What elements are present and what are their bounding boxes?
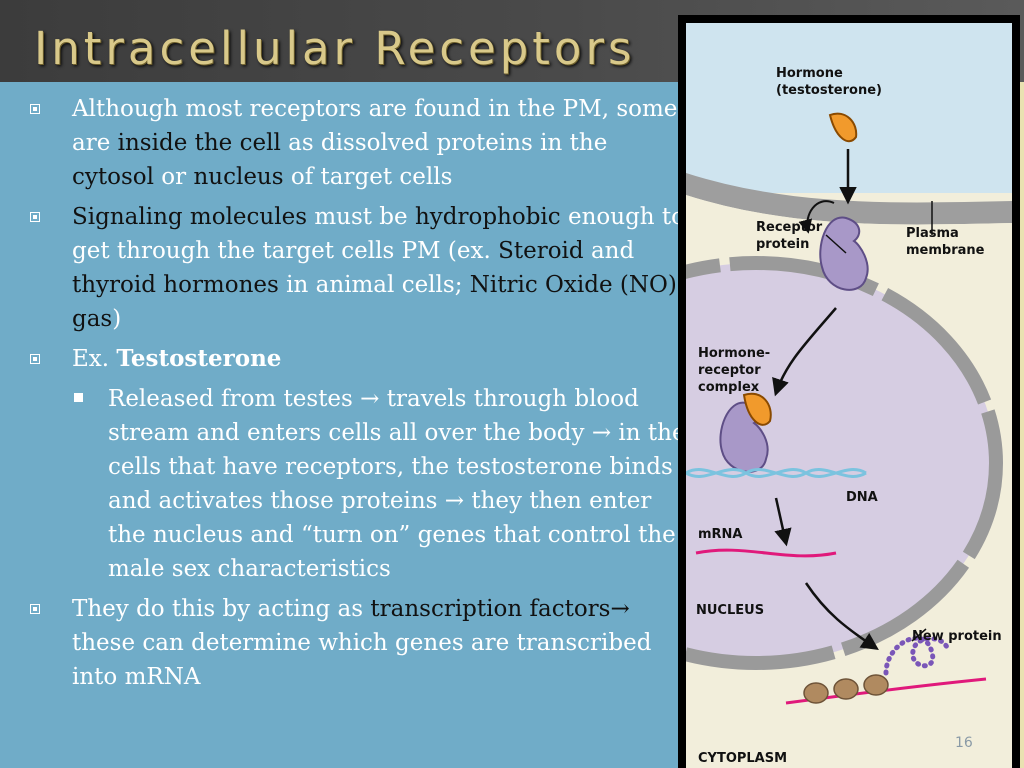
keyword-steroid: Steroid xyxy=(498,238,584,264)
plasma-membrane xyxy=(686,173,1012,225)
bullet-marker-icon xyxy=(30,604,40,614)
arrow-right-icon: → xyxy=(444,488,465,514)
bullet-example: Ex. Testosterone xyxy=(30,342,690,376)
keyword-nucleus: nucleus xyxy=(193,164,284,190)
arrow-right-icon: → xyxy=(360,386,380,412)
label-complex: complex xyxy=(698,380,760,395)
new-protein-chain xyxy=(883,635,951,676)
ribosome xyxy=(833,678,859,700)
sub-bullet-testosterone-path: Released from testes → travels through b… xyxy=(72,382,690,586)
slide-title: Intracellular Receptors xyxy=(34,22,636,75)
label-hormone: Hormone xyxy=(776,66,843,81)
bullet-marker-icon xyxy=(30,212,40,222)
sub-bullet-marker-icon xyxy=(74,393,83,402)
intracellular-receptor-figure: Hormone (testosterone) Receptor protein … xyxy=(678,15,1020,768)
figure-diagram: Hormone (testosterone) Receptor protein … xyxy=(686,23,1012,768)
label-cytoplasm: CYTOPLASM xyxy=(698,751,787,766)
arrow-icon xyxy=(798,200,835,234)
label-hormone-dash: Hormone- xyxy=(698,346,770,361)
keyword-thyroid-hormones: thyroid hormones xyxy=(72,272,279,298)
label-plasma: Plasma xyxy=(906,226,959,241)
label-testosterone: (testosterone) xyxy=(776,83,882,98)
nucleus-area xyxy=(686,263,996,663)
label-protein: protein xyxy=(756,237,809,252)
arrow-icon xyxy=(774,497,792,547)
bullet-marker-icon xyxy=(30,354,40,364)
arrow-icon xyxy=(804,582,879,650)
page-number: 16 xyxy=(955,735,973,751)
bullet-signaling-molecules: Signaling molecules must be hydrophobic … xyxy=(30,200,690,336)
label-receptor: Receptor xyxy=(756,220,823,235)
mrna-strand xyxy=(695,548,837,558)
keyword-testosterone: Testosterone xyxy=(116,345,282,372)
bullet-transcription-factors: They do this by acting as transcription … xyxy=(30,592,690,694)
content-panel xyxy=(0,82,680,768)
ribosome xyxy=(863,674,889,696)
bullet-marker-icon xyxy=(30,104,40,114)
keyword-hydrophobic: hydrophobic xyxy=(414,204,561,230)
label-nucleus: NUCLEUS xyxy=(696,603,764,618)
arrow-right-icon: → xyxy=(591,420,612,446)
keyword-inside-cell: inside the cell xyxy=(117,130,281,156)
keyword-signaling-molecules: Signaling molecules xyxy=(72,204,308,230)
arrow-icon xyxy=(772,307,837,397)
keyword-transcription-factors: transcription factors xyxy=(370,596,611,622)
arrow-right-icon: → xyxy=(610,596,630,622)
receptor-protein xyxy=(819,216,869,291)
label-mrna: mRNA xyxy=(698,527,743,542)
label-membrane: membrane xyxy=(906,243,985,258)
keyword-nitric-oxide: Nitric Oxide (NO) gas xyxy=(72,272,677,332)
label-dna: DNA xyxy=(846,490,878,505)
label-new-protein: New protein xyxy=(912,629,1002,644)
label-receptor-2: receptor xyxy=(698,363,761,378)
hormone-molecule xyxy=(828,112,858,143)
bullet-list: Although most receptors are found in the… xyxy=(30,92,690,700)
ribosome xyxy=(803,682,829,704)
nuclear-envelope xyxy=(686,256,1004,670)
keyword-cytosol: cytosol xyxy=(72,164,154,190)
bullet-receptor-location: Although most receptors are found in the… xyxy=(30,92,690,194)
